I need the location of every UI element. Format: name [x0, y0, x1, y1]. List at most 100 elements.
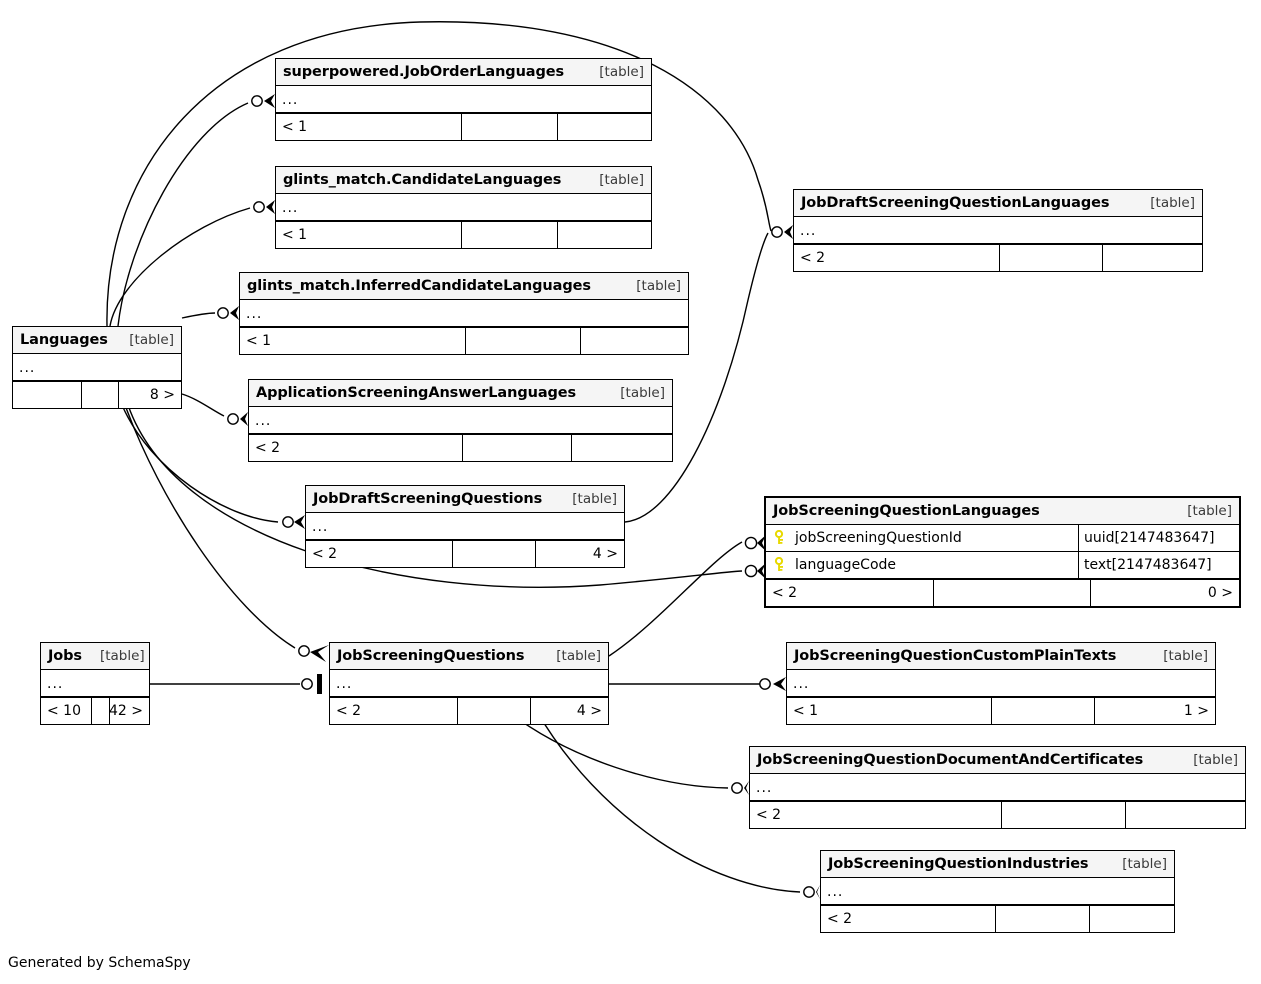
table-node-jobscreeningquestionindustries[interactable]: JobScreeningQuestionIndustries [table]...… [820, 850, 1175, 933]
table-title: JobScreeningQuestionIndustries [828, 856, 1089, 872]
table-footer: < 1 [276, 113, 651, 140]
primary-key-icon [774, 557, 790, 573]
collapsed-columns-ellipsis: ... [821, 878, 1174, 905]
table-header: JobDraftScreeningQuestionLanguages [table… [794, 190, 1202, 217]
table-body: ... [821, 878, 1174, 905]
table-body: ... [306, 513, 624, 540]
table-footer: 8 > [13, 381, 181, 408]
column-name-cell: jobScreeningQuestionId [766, 530, 1078, 546]
table-kind-label: [table] [1163, 648, 1208, 664]
table-header: ApplicationScreeningAnswerLanguages [tabl… [249, 380, 672, 407]
table-body: ... [750, 774, 1245, 801]
collapsed-columns-ellipsis: ... [13, 354, 181, 381]
edge-languages-applicationscreeninganswerlanguages [181, 393, 225, 417]
table-header: JobScreeningQuestionIndustries [table] [821, 851, 1174, 878]
table-kind-label: [table] [599, 172, 644, 188]
footer-middle-cell [1001, 802, 1125, 828]
table-node-glints-match-inferredcandidatelanguages[interactable]: glints_match.InferredCandidateLanguages[… [239, 272, 689, 355]
table-kind-label: [table] [1150, 195, 1195, 211]
table-kind-label: [table] [620, 385, 665, 401]
outgoing-relations-count [557, 114, 651, 140]
footer-middle-cell [81, 382, 118, 408]
collapsed-columns-ellipsis: ... [750, 774, 1245, 801]
table-kind-label: [table] [556, 648, 601, 664]
table-title: JobScreeningQuestionCustomPlainTexts [794, 648, 1117, 664]
table-header: JobScreeningQuestionCustomPlainTexts [tab… [787, 643, 1215, 670]
collapsed-columns-ellipsis: ... [41, 670, 149, 697]
edge-languages-candidatelanguages [109, 207, 251, 327]
table-node-jobscreeningquestioncustomplaintexts[interactable]: JobScreeningQuestionCustomPlainTexts [tab… [786, 642, 1216, 725]
footer-middle-cell [933, 580, 1090, 606]
table-body: ... [276, 86, 651, 113]
table-body: ... [13, 354, 181, 381]
table-node-glints-match-candidatelanguages[interactable]: glints_match.CandidateLanguages[table]..… [275, 166, 652, 249]
table-kind-label: [table] [636, 278, 681, 294]
incoming-relations-count: < 1 [793, 703, 819, 719]
outgoing-relations-count: 1 > [1094, 698, 1215, 724]
outgoing-relations-count [571, 435, 672, 461]
table-kind-label: [table] [1122, 856, 1167, 872]
table-node-languages[interactable]: Languages[table]...8 > [12, 326, 182, 409]
footer-middle-cell [465, 328, 580, 354]
outgoing-relations-count: 0 > [1090, 580, 1239, 606]
outgoing-relations-count [1125, 802, 1245, 828]
table-header: JobScreeningQuestionLanguages[table] [766, 498, 1239, 525]
table-node-jobdraftscreeningquestionlanguages[interactable]: JobDraftScreeningQuestionLanguages [table… [793, 189, 1203, 272]
table-node-applicationscreeninganswerlanguages[interactable]: ApplicationScreeningAnswerLanguages [tabl… [248, 379, 673, 462]
footer-middle-cell [91, 698, 109, 724]
table-header: JobDraftScreeningQuestions[table] [306, 486, 624, 513]
table-title: Jobs [48, 648, 82, 664]
table-kind-label: [table] [599, 64, 644, 80]
collapsed-columns-ellipsis: ... [276, 86, 651, 113]
table-title: JobDraftScreeningQuestionLanguages [801, 195, 1110, 211]
collapsed-columns-ellipsis: ... [240, 300, 688, 327]
table-row[interactable]: jobScreeningQuestionId uuid[2147483647] [766, 525, 1239, 552]
table-kind-label: [table] [1187, 503, 1232, 519]
table-title: glints_match.CandidateLanguages [283, 172, 562, 188]
table-header: glints_match.CandidateLanguages [table] [276, 167, 651, 194]
column-type-cell: uuid[2147483647] [1078, 525, 1239, 551]
table-node-jobscreeningquestionlanguages[interactable]: JobScreeningQuestionLanguages[table]jobS… [764, 496, 1241, 608]
footer-middle-cell [452, 541, 535, 567]
table-header: Jobs[table] [41, 643, 149, 670]
table-footer: < 2 [249, 434, 672, 461]
outgoing-relations-count [1102, 245, 1202, 271]
table-footer: < 1 [240, 327, 688, 354]
table-body: ... [41, 670, 149, 697]
table-kind-label: [table] [129, 332, 174, 348]
table-header: glints_match.InferredCandidateLanguages[… [240, 273, 688, 300]
generator-credit: Generated by SchemaSpy [8, 955, 191, 971]
incoming-relations-count: < 2 [827, 911, 853, 927]
table-title: JobScreeningQuestions [337, 648, 525, 664]
footer-middle-cell [457, 698, 530, 724]
table-node-jobscreeningquestiondocumentandcertificates[interactable]: JobScreeningQuestionDocumentAndCertifica… [749, 746, 1246, 829]
incoming-relations-count: < 2 [312, 546, 338, 562]
edge-languages-inferredcandidatelanguages [181, 312, 216, 319]
table-node-superpowered-joborderlanguages[interactable]: superpowered.JobOrderLanguages [table]...… [275, 58, 652, 141]
table-body: ... [794, 217, 1202, 244]
incoming-relations-count: < 10 [47, 703, 81, 719]
table-title: JobScreeningQuestionDocumentAndCertifica… [757, 752, 1144, 768]
column-name-label: languageCode [795, 557, 897, 573]
table-body: ... [787, 670, 1215, 697]
table-title: JobDraftScreeningQuestions [313, 491, 543, 507]
footer-middle-cell [461, 114, 557, 140]
column-name-label: jobScreeningQuestionId [795, 530, 962, 546]
table-title: ApplicationScreeningAnswerLanguages [256, 385, 577, 401]
outgoing-relations-count: 4 > [530, 698, 608, 724]
table-header: Languages[table] [13, 327, 181, 354]
table-body: ... [330, 670, 608, 697]
table-title: superpowered.JobOrderLanguages [283, 64, 565, 80]
collapsed-columns-ellipsis: ... [787, 670, 1215, 697]
footer-middle-cell [461, 222, 557, 248]
outgoing-relations-count: 8 > [118, 382, 181, 408]
footer-middle-cell [999, 245, 1102, 271]
table-footer: < 2 [794, 244, 1202, 271]
table-header: superpowered.JobOrderLanguages [table] [276, 59, 651, 86]
